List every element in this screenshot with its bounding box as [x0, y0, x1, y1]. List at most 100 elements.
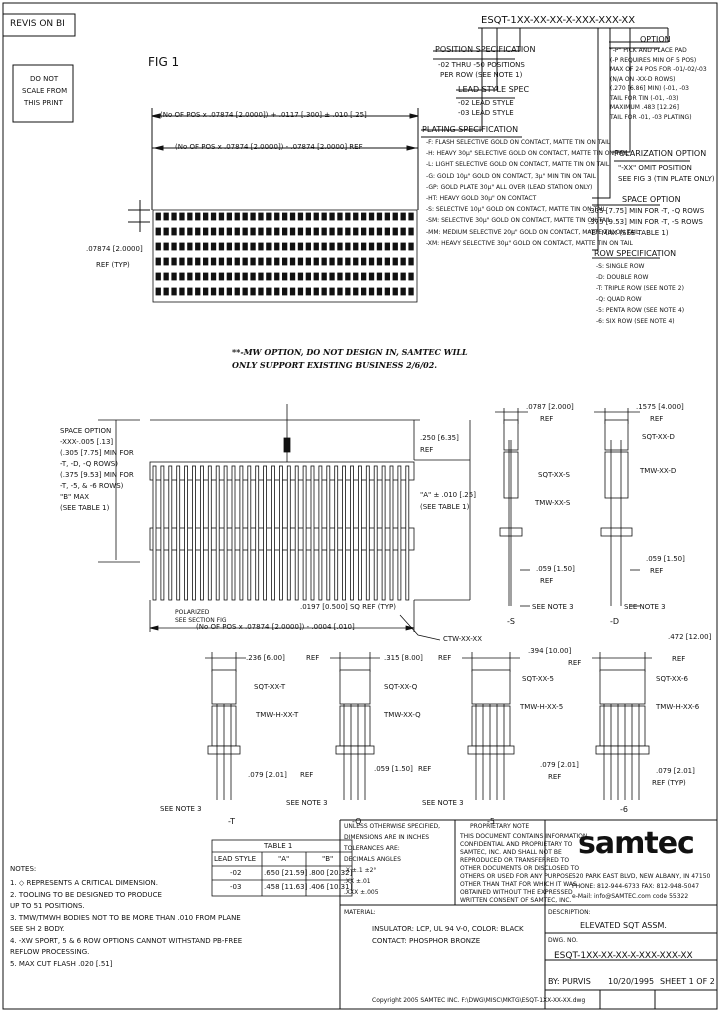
pin-square: [258, 257, 264, 266]
pin-square: [179, 287, 185, 296]
pin-square: [289, 242, 296, 251]
pin-square: [187, 212, 193, 221]
pin-lead: [184, 465, 189, 601]
table1-cell: .458 [11.63]: [264, 883, 308, 891]
polarized-note: POLARIZED: [175, 609, 210, 616]
pin-square: [202, 227, 209, 236]
position-line: -02 THRU -50 POSITIONS: [438, 61, 525, 69]
drawing-date: 10/20/1995: [608, 977, 655, 986]
space-option-line: -T, -D, -Q ROWS): [60, 460, 118, 468]
pin-square: [179, 227, 185, 236]
space-option-line: SPACE OPTION: [60, 427, 112, 435]
row-line: -T: TRIPLE ROW (SEE NOTE 2): [596, 285, 684, 292]
pin-square: [274, 242, 280, 251]
pin-square: [179, 242, 185, 251]
pin-square: [163, 272, 169, 281]
do-not-scale-line: THIS PRINT: [24, 99, 63, 107]
pin-square: [234, 242, 240, 251]
pin-square: [266, 257, 272, 266]
pin-lead: [373, 465, 378, 601]
q-side-view: [330, 652, 380, 800]
proprietary-line: OBTAINED WITHOUT THE EXPRESSED: [460, 889, 573, 896]
sq-post-dim: .0197 [0.500] SQ REF (TYP): [300, 603, 396, 611]
five-tail-ref: REF: [548, 773, 562, 781]
polarization-line: SEE FIG 3 (TIN PLATE ONLY): [618, 175, 715, 183]
pin-square: [171, 212, 177, 221]
pin-square: [218, 287, 225, 296]
pin-lead: [160, 465, 165, 601]
q-tail-ref: REF: [418, 765, 432, 773]
pin-square: [171, 287, 177, 296]
pin-square: [329, 287, 335, 296]
pin-lead: [231, 465, 236, 601]
pin-square: [226, 272, 233, 281]
table1-title: TABLE 1: [264, 842, 293, 850]
s-tail-dim: .059 [1.50]: [536, 565, 575, 573]
pin-lead: [223, 465, 228, 601]
pin-square: [274, 227, 280, 236]
pin-square: [337, 257, 343, 266]
pin-square: [408, 287, 414, 296]
pin-square: [242, 227, 248, 236]
pin-square: [345, 212, 351, 221]
pin-square: [297, 242, 304, 251]
pin-square: [329, 212, 335, 221]
pin-square: [384, 242, 391, 251]
polarized-note: SEE SECTION FIG: [175, 617, 227, 624]
six-tmw-label: TMW-H-XX-6: [656, 703, 700, 711]
pin-square: [250, 242, 256, 251]
pin-lead: [334, 465, 339, 601]
s-width-dim: .0787 [2.000]: [526, 403, 574, 411]
mw-note: **-MW OPTION, DO NOT DESIGN IN, SAMTEC W…: [232, 347, 468, 357]
six-tail-dim: .079 [2.01]: [656, 767, 695, 775]
pin-square: [266, 287, 272, 296]
pin-square: [266, 242, 272, 251]
plating-line: -S: SELECTIVE 10µ" GOLD ON CONTACT, MATT…: [426, 206, 606, 214]
revision-box: [2, 13, 76, 37]
row-line: -Q: QUAD ROW: [596, 296, 642, 303]
pin-square: [171, 257, 177, 266]
pin-square: [281, 227, 288, 236]
pin-lead: [207, 465, 212, 601]
six-width-ref: REF: [672, 655, 686, 663]
pin-square: [210, 227, 217, 236]
space-option-line: -XXX-.005 [.13]: [60, 438, 114, 446]
pin-square: [305, 257, 312, 266]
pin-square: [218, 257, 225, 266]
t-see-note: SEE NOTE 3: [160, 805, 202, 813]
pin-square: [210, 287, 217, 296]
pin-square: [155, 227, 161, 236]
note-line: SEE SH 2 BODY.: [10, 925, 65, 933]
option-line: TAIL FOR TIN (-01, -03): [610, 94, 679, 102]
t-width-ref: REF: [306, 654, 320, 662]
pin-square: [345, 287, 351, 296]
pin-square: [360, 227, 367, 236]
pin-square: [408, 212, 414, 221]
pin-square: [195, 242, 201, 251]
dwg-number: ESQT-1XX-XX-XX-X-XXX-XXX-XX: [554, 951, 693, 961]
do-not-scale-line: DO NOT: [30, 75, 59, 83]
pin-square: [250, 257, 256, 266]
proprietary-line: OTHERS OR USED FOR ANY PURPOSE: [460, 873, 573, 880]
pin-square: [360, 287, 367, 296]
pin-square: [274, 287, 280, 296]
pin-square: [250, 212, 256, 221]
pin-square: [171, 272, 177, 281]
pin-square: [353, 242, 359, 251]
lead-style-line: -02 LEAD STYLE: [458, 99, 514, 107]
tolerance-line: .X ±.1 ±2°: [344, 867, 377, 874]
pin-lead: [326, 465, 331, 601]
t-width-dim: .236 [6.00]: [246, 654, 285, 662]
title-block-grid: [339, 819, 717, 1009]
proprietary-line: WRITTEN CONSENT OF SAMTEC, INC.: [460, 897, 572, 904]
polarization-line: "-XX" OMIT POSITION: [618, 164, 692, 172]
mw-note: ONLY SUPPORT EXISTING BUSINESS 2/6/02.: [232, 360, 438, 370]
pin-square: [353, 287, 359, 296]
pin-square: [360, 242, 367, 251]
pin-square: [408, 272, 414, 281]
pin-square: [155, 242, 161, 251]
pin-square: [226, 212, 233, 221]
pin-square: [384, 212, 391, 221]
space-line: .305 [7.75] MIN FOR -T, -Q ROWS: [588, 207, 705, 215]
option-line: (-P REQUIRES MIN OF 5 POS): [610, 56, 697, 64]
